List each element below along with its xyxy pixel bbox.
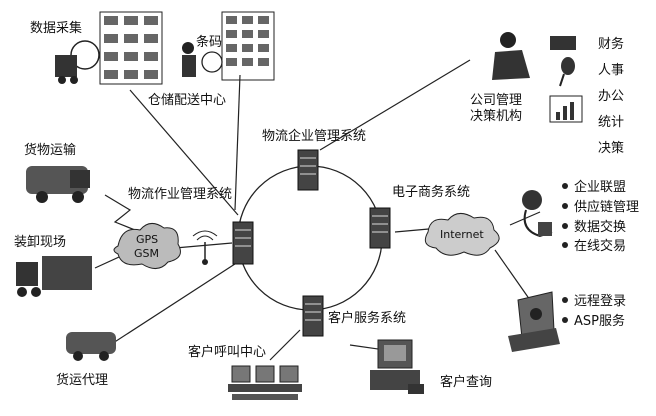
loading-site-label: 装卸现场 xyxy=(14,234,66,250)
barcode-scanner-worker-icon xyxy=(182,42,223,77)
customer-query-label: 客户查询 xyxy=(440,374,492,390)
statistics-chart-icon xyxy=(549,95,583,123)
forklift-worker-icon xyxy=(55,40,100,84)
server-icon xyxy=(297,149,319,191)
function-decision-label: 决策 xyxy=(598,140,624,156)
warehouse-center-label: 仓储配送中心 xyxy=(148,93,226,108)
warehouse-shelf-icon xyxy=(99,11,163,85)
function-personnel-label: 人事 xyxy=(598,63,624,78)
server-icon xyxy=(232,221,254,265)
loading-forklift-icon xyxy=(16,256,92,297)
finance-icon xyxy=(550,36,576,50)
company-management-label: 决策机构 xyxy=(470,108,522,124)
freight-agent-label: 货运代理 xyxy=(56,372,108,388)
ecommerce-online-trade-label: 在线交易 xyxy=(574,238,626,254)
call-center-computers-icon xyxy=(228,365,302,400)
ecommerce-alliance-label: 企业联盟 xyxy=(574,179,626,195)
function-office-label: 办公 xyxy=(598,89,624,104)
freight-transport-label: 货物运输 xyxy=(24,142,76,158)
asp-service-label: ASP服务 xyxy=(574,313,625,329)
internet-label: Internet xyxy=(440,228,484,241)
function-statistics-label: 统计 xyxy=(598,115,624,130)
customer-service-system-label: 客户服务系统 xyxy=(328,310,406,326)
function-finance-label: 财务 xyxy=(598,36,624,52)
ecommerce-system-label: 电子商务系统 xyxy=(392,184,470,200)
freight-car-icon xyxy=(66,332,116,361)
laptop-icon xyxy=(508,291,560,352)
remote-login-label: 远程登录 xyxy=(574,294,626,309)
gsm-label: GSM xyxy=(134,247,159,260)
internet-cloud-icon xyxy=(424,213,500,256)
bullet-icon xyxy=(562,183,568,323)
antenna-icon xyxy=(192,230,218,265)
logistics-enterprise-system-label: 物流企业管理系统 xyxy=(262,128,366,144)
gps-label: GPS xyxy=(136,233,158,246)
ecommerce-supply-chain-label: 供应链管理 xyxy=(574,199,639,215)
truck-icon xyxy=(26,166,90,203)
personnel-icon xyxy=(559,57,575,87)
logistics-ops-system-label: 物流作业管理系统 xyxy=(128,187,232,202)
ecommerce-device-icon xyxy=(522,190,553,238)
gps-gsm-cloud-icon xyxy=(113,223,181,269)
barcode-label: 条码 xyxy=(196,34,222,50)
customer-computer-icon xyxy=(370,339,424,394)
server-icon xyxy=(369,207,391,249)
server-icon xyxy=(302,295,324,337)
data-collection-label: 数据采集 xyxy=(30,20,82,36)
company-management-label: 公司管理 xyxy=(470,93,522,108)
warehouse-shelf-icon xyxy=(221,11,275,81)
manager-icon xyxy=(492,32,530,80)
call-center-label: 客户呼叫中心 xyxy=(188,344,266,360)
ecommerce-data-exchange-label: 数据交换 xyxy=(574,219,626,235)
